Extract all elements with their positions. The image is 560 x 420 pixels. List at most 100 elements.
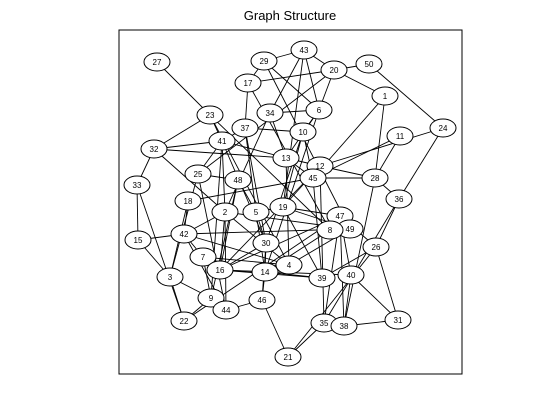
edge-26-31 [375,246,399,321]
node-ellipse [208,131,236,151]
node-label: 23 [206,111,215,120]
edge-10-19 [282,131,304,208]
node-5: 5 [242,202,270,222]
node-ellipse [429,118,457,138]
node-label: 30 [262,239,271,248]
node-label: 12 [316,162,325,171]
node-28: 28 [361,168,389,188]
node-ellipse [248,290,276,310]
edge-2-16 [219,211,226,271]
edge-35-12 [319,165,325,324]
node-30: 30 [252,233,280,253]
edge-46-21 [261,299,289,358]
node-label: 13 [282,154,291,163]
node-14: 14 [251,262,279,282]
node-41: 41 [208,131,236,151]
node-ellipse [274,347,302,367]
node-49: 49 [336,219,364,239]
node-label: 36 [395,195,404,204]
node-15: 15 [124,230,152,250]
node-18: 18 [174,191,202,211]
node-ellipse [308,268,336,288]
node-label: 40 [347,271,356,280]
node-21: 21 [274,347,302,367]
node-label: 26 [372,243,381,252]
node-13: 13 [272,148,300,168]
node-label: 29 [260,57,269,66]
node-label: 3 [168,273,173,282]
node-ellipse [299,168,327,188]
edge-28-38 [343,177,376,327]
node-label: 47 [336,212,345,221]
node-ellipse [320,60,348,80]
node-label: 2 [223,208,228,217]
node-label: 34 [266,109,275,118]
node-label: 49 [346,225,355,234]
node-ellipse [362,237,390,257]
node-ellipse [184,164,212,184]
node-22: 22 [170,311,198,331]
node-label: 7 [201,253,206,262]
edge-41-2 [221,140,226,213]
node-24: 24 [429,118,457,138]
node-25: 25 [184,164,212,184]
node-10: 10 [289,122,317,142]
node-46: 46 [248,290,276,310]
node-label: 43 [300,46,309,55]
edge-44-2 [224,211,227,311]
node-6: 6 [305,100,333,120]
node-37: 37 [231,118,259,138]
node-ellipse [337,265,365,285]
node-label: 11 [396,132,405,141]
node-ellipse [123,175,151,195]
node-34: 34 [256,103,284,123]
node-17: 17 [234,73,262,93]
node-label: 17 [244,79,253,88]
edge-27-23 [156,61,211,116]
node-ellipse [156,267,184,287]
node-label: 33 [133,181,142,190]
edge-45-18 [187,177,314,202]
node-ellipse [385,189,413,209]
node-label: 46 [258,296,267,305]
node-ellipse [242,202,270,222]
node-ellipse [330,316,358,336]
node-ellipse [211,202,239,222]
node-23: 23 [196,105,224,125]
edge-24-36 [398,127,444,200]
node-label: 25 [194,170,203,179]
node-label: 20 [330,66,339,75]
node-ellipse [212,300,240,320]
edge-19-39 [282,206,323,279]
node-ellipse [174,191,202,211]
node-31: 31 [384,310,412,330]
edge-26-21 [287,246,377,358]
node-ellipse [384,310,412,330]
node-ellipse [305,100,333,120]
edge-1-28 [374,95,386,179]
node-4: 4 [275,255,303,275]
node-9: 9 [197,288,225,308]
node-label: 24 [439,124,448,133]
node-ellipse [124,230,152,250]
node-label: 22 [180,317,189,326]
node-39: 39 [308,268,336,288]
node-label: 10 [299,128,308,137]
node-ellipse [289,122,317,142]
node-ellipse [197,288,225,308]
edge-29-6 [263,60,320,111]
node-ellipse [386,126,414,146]
node-ellipse [269,197,297,217]
node-45: 45 [299,168,327,188]
node-43: 43 [290,40,318,60]
edge-37-30 [244,127,267,244]
node-label: 21 [284,353,293,362]
edge-50-24 [368,63,444,129]
node-8: 8 [316,220,344,240]
node-ellipse [234,73,262,93]
edge-42-4 [183,233,290,266]
node-label: 8 [328,226,333,235]
node-label: 16 [216,266,225,275]
